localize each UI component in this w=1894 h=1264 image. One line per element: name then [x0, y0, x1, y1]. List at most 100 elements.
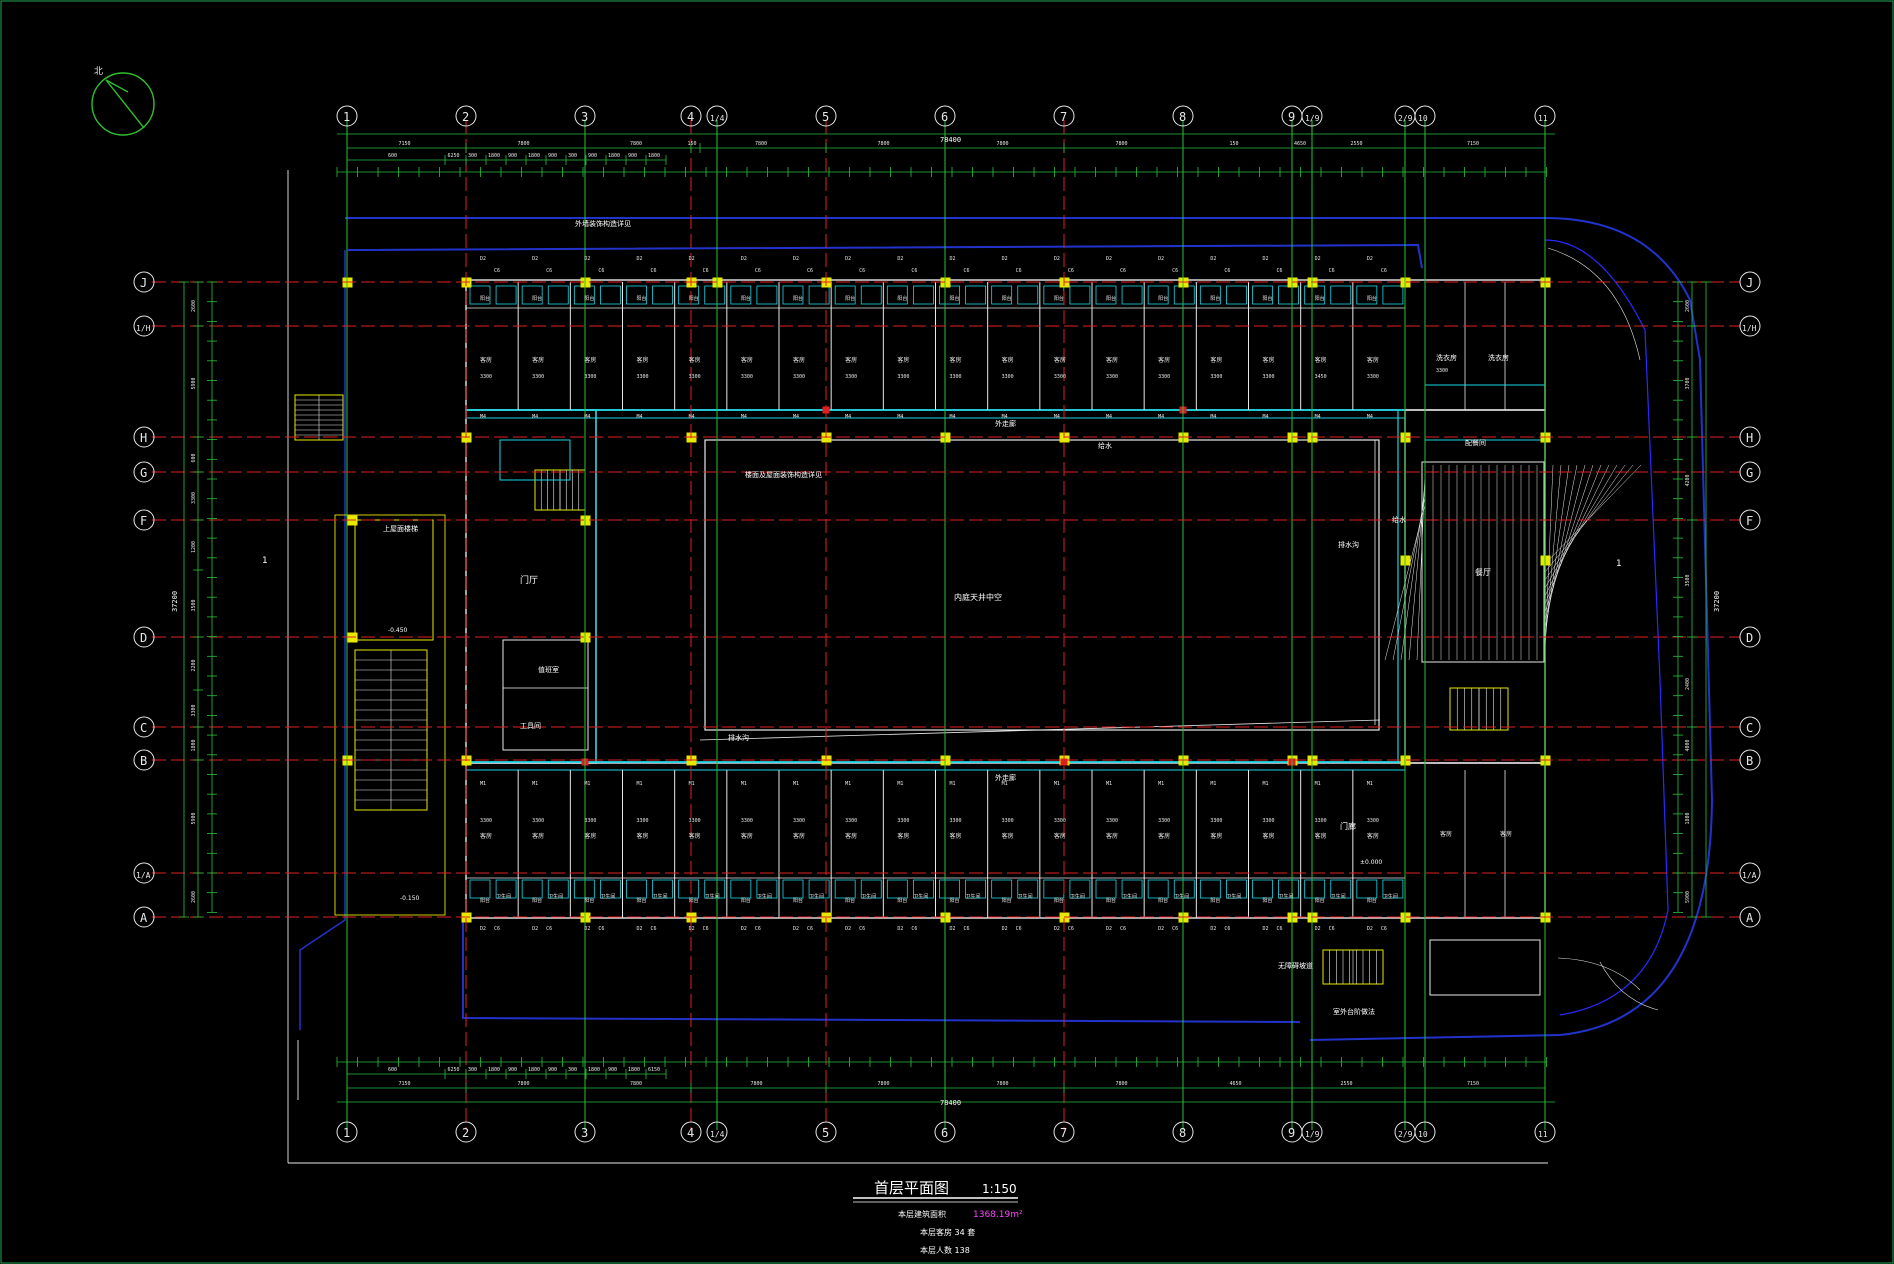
dim-text: 600 [388, 153, 397, 159]
window-tag: C6 [1224, 926, 1230, 932]
dim-text: 1200 [191, 541, 197, 553]
dim-text: 2400 [1685, 678, 1691, 690]
dim-text: 5900 [1685, 891, 1691, 903]
dim-text: 600 [388, 1067, 397, 1073]
grid-bubble [133, 862, 155, 884]
bathroom-fixture [808, 285, 830, 305]
bathroom-fixture [1304, 879, 1326, 899]
north-arrow-icon: 北 [91, 66, 155, 136]
label-porch: 门廊 [1340, 821, 1356, 831]
grid-bubble [133, 749, 155, 771]
label-level-1: -0.450 [388, 627, 408, 634]
grid-col-label: 5 [822, 110, 829, 124]
window-tag: C6 [964, 268, 970, 274]
entry-platform [354, 519, 434, 641]
window-tag: D2 [1367, 926, 1373, 932]
balcony-label: 阳台 [1367, 295, 1377, 302]
label-ramp: 无障碍坡道 [1278, 961, 1313, 970]
grid-bubble [934, 1121, 956, 1143]
area-label: 本层建筑面积 [898, 1209, 946, 1219]
window-tag: D2 [1106, 256, 1112, 262]
room-name: 客房 [1106, 832, 1118, 840]
site-boundary [347, 243, 1423, 269]
bathroom-fixture [704, 285, 726, 305]
door-tag: M4 [1054, 414, 1060, 420]
room-name: 客房 [1002, 356, 1014, 364]
grid-row-label: A [1746, 911, 1754, 925]
grid-col-label: 4 [687, 110, 694, 124]
label-courtyard: 内庭天井中空 [954, 592, 1002, 602]
grid-bubble [133, 626, 155, 648]
window-tag: D2 [1315, 926, 1321, 932]
bathroom-fixture [521, 285, 543, 305]
balcony-label: 阳台 [637, 897, 647, 904]
bath-label: 卫生间 [1018, 893, 1033, 900]
label-canteen: 餐厅 [1475, 568, 1491, 577]
window-tag: D2 [1158, 926, 1164, 932]
dim-text: 7800 [878, 141, 890, 147]
bathroom-fixture [860, 285, 882, 305]
room-dim: 3300 [637, 374, 649, 380]
room-dim: 3300 [1106, 374, 1118, 380]
room-name: 客房 [845, 356, 857, 364]
grid-bubble [133, 716, 155, 738]
label-duty: 值班室 [538, 665, 559, 674]
window-tag: D2 [1054, 926, 1060, 932]
door-tag: M4 [689, 414, 695, 420]
room-name: 客房 [689, 356, 701, 364]
room-name: 客房 [1315, 356, 1327, 364]
bathroom-fixture [886, 879, 908, 899]
dim-text: 3300 [191, 492, 197, 504]
bathroom-fixture [1199, 285, 1221, 305]
window-tag: D2 [1158, 256, 1164, 262]
balcony-label: 阳台 [532, 897, 542, 904]
window-tag: D2 [1106, 926, 1112, 932]
grid-col-label: 6 [941, 110, 948, 124]
toilet-block [499, 439, 571, 481]
balcony-label: 阳台 [897, 295, 907, 302]
bathroom-fixture [1121, 285, 1143, 305]
window-tag: D2 [897, 926, 903, 932]
bathroom-fixture [834, 285, 856, 305]
bathroom-fixture [1017, 879, 1039, 899]
room-dim: 3300 [1158, 374, 1170, 380]
dim-text: 1800 [628, 1067, 640, 1073]
door-tag: M1 [897, 781, 903, 787]
room-name: 客房 [1210, 356, 1222, 364]
label-lobby: 门厅 [520, 574, 538, 586]
dim-text: 3500 [1685, 574, 1691, 586]
label-water-2: 给水 [1392, 515, 1406, 524]
window-tag: C6 [1016, 926, 1022, 932]
bathroom-fixture [1226, 285, 1247, 305]
door-tag: M1 [1367, 781, 1373, 787]
balcony-label: 阳台 [480, 897, 490, 904]
room-dim: 3300 [1315, 818, 1327, 824]
dim-text: 4650 [1294, 141, 1306, 147]
window-tag: D2 [532, 256, 538, 262]
grid-row-label: H [140, 431, 147, 445]
window-tag: D2 [1263, 926, 1269, 932]
grid-col-label: 7 [1060, 1126, 1067, 1140]
room-dim: 3300 [1002, 818, 1014, 824]
grid-col-label: 3 [581, 1126, 588, 1140]
dim-text: 2200 [191, 659, 197, 671]
dim-text: 1800 [648, 153, 660, 159]
grid-row-label: B [140, 754, 147, 768]
window-tag: C6 [1224, 268, 1230, 274]
window-tag: D2 [584, 926, 590, 932]
door-tag: M4 [897, 414, 903, 420]
grid-row-label: D [140, 631, 147, 645]
drawing-title: 首层平面图 [874, 1179, 949, 1197]
balcony-label: 阳台 [689, 295, 699, 302]
window-tag: D2 [637, 926, 643, 932]
dim-text: 7150 [1467, 1081, 1479, 1087]
room-name: 客房 [532, 356, 544, 364]
room-name: 客房 [1367, 356, 1379, 364]
grid-bubble [1301, 105, 1323, 127]
grid-bubble [1739, 716, 1761, 738]
title-block: 首层平面图 1:150 本层建筑面积 1368.19m² 本层客房 34 套 本… [853, 1179, 1023, 1255]
grid-col-label: 3 [581, 110, 588, 124]
bathroom-fixture [1069, 879, 1091, 899]
window-tag: C6 [1381, 926, 1387, 932]
